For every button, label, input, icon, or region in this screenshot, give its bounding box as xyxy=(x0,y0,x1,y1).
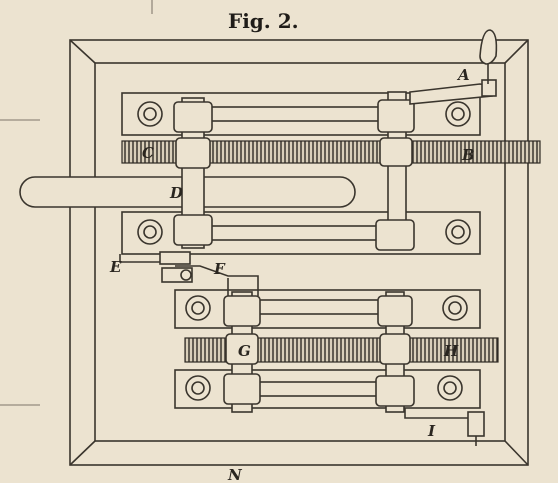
left-shaft-upper xyxy=(173,97,213,249)
label-a: A xyxy=(456,66,470,84)
rack-b xyxy=(121,140,541,164)
right-shaft-lower xyxy=(375,291,415,413)
label-d: D xyxy=(169,184,183,202)
figure-title: Fig. 2. xyxy=(228,9,299,33)
label-c: C xyxy=(142,144,154,162)
label-i: I xyxy=(427,422,436,440)
link-i xyxy=(404,408,485,446)
upper-bar-top xyxy=(121,92,481,136)
label-g: G xyxy=(238,342,251,360)
lower-bar-top xyxy=(174,289,481,329)
label-e: E xyxy=(109,258,122,276)
label-f: F xyxy=(213,260,226,278)
label-b: B xyxy=(461,146,475,164)
left-shaft-lower xyxy=(223,291,261,413)
label-n: N xyxy=(227,466,243,483)
lower-bar-bottom xyxy=(174,369,481,409)
outer-frame xyxy=(69,39,529,466)
right-shaft-upper xyxy=(375,91,415,251)
crank-a xyxy=(409,29,498,105)
label-h: H xyxy=(443,342,459,360)
